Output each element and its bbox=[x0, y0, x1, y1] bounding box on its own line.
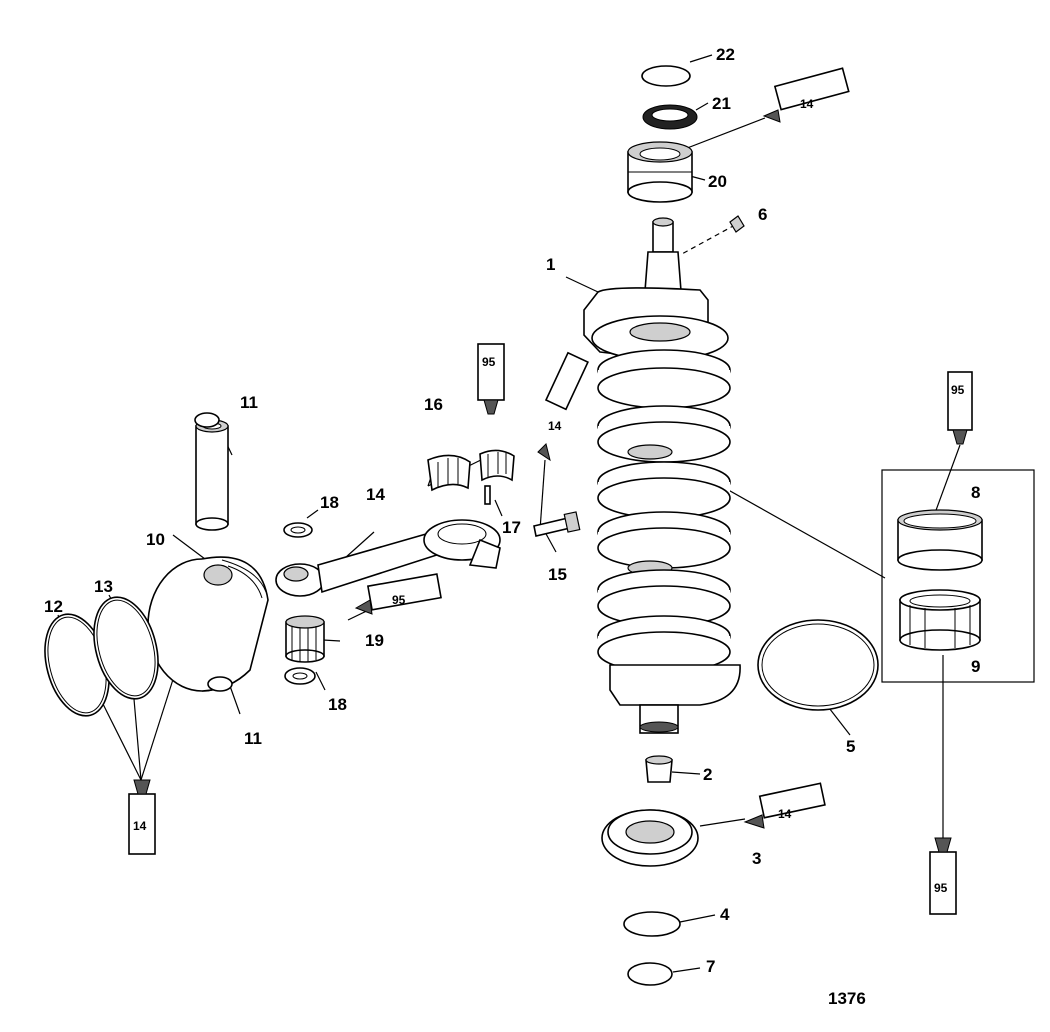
lube-tube-14-top-label: 14 bbox=[800, 97, 814, 111]
clip-11-top bbox=[194, 412, 220, 428]
callout-20: 20 bbox=[708, 172, 727, 191]
seal-2 bbox=[645, 755, 673, 783]
callout-16: 16 bbox=[424, 395, 443, 414]
callout-1: 1 bbox=[546, 255, 555, 274]
bearing-detail-box bbox=[881, 469, 1035, 683]
callout-11-bottom: 11 bbox=[244, 729, 262, 748]
dowel-17 bbox=[484, 485, 491, 505]
callout-13: 13 bbox=[94, 577, 113, 596]
callout-6: 6 bbox=[758, 205, 767, 224]
lube-tube-14-left: 14 bbox=[128, 779, 156, 855]
clip-11-bottom bbox=[207, 676, 233, 692]
woodruff-key-6 bbox=[729, 215, 745, 233]
lube-tube-14-bearing-label: 14 bbox=[778, 807, 792, 821]
lube-tube-95-needle-label: 95 bbox=[392, 593, 406, 607]
callout-19: 19 bbox=[365, 631, 384, 650]
leader-lines bbox=[57, 54, 961, 973]
lube-tube-95-cage: 95 bbox=[477, 343, 505, 415]
wrist-pin bbox=[195, 419, 229, 531]
callout-4: 4 bbox=[720, 905, 730, 924]
lube-tube-14-crank: 14 bbox=[537, 351, 589, 462]
roller-bearing-9 bbox=[899, 589, 981, 651]
bearing-race-8 bbox=[897, 509, 983, 571]
lube-tube-95-needle: 95 bbox=[354, 573, 442, 615]
lube-tube-95-cage-label: 95 bbox=[482, 355, 496, 369]
ring-7 bbox=[627, 962, 673, 986]
callout-5: 5 bbox=[846, 737, 855, 756]
lube-tube-95-roller-label: 95 bbox=[934, 881, 948, 895]
callout-2: 2 bbox=[703, 765, 712, 784]
callout-10: 10 bbox=[146, 530, 165, 549]
lube-tube-14-top: 14 bbox=[762, 67, 850, 123]
drawing-number: 1376 bbox=[828, 989, 866, 1008]
callout-15: 15 bbox=[548, 565, 567, 584]
seal-21 bbox=[642, 104, 698, 130]
callout-18-bottom: 18 bbox=[328, 695, 347, 714]
lube-tube-14-bearing: 14 bbox=[743, 782, 826, 829]
rod-bolt-15 bbox=[533, 511, 581, 537]
thrust-washer-18-bottom bbox=[284, 667, 316, 685]
callout-18-top: 18 bbox=[320, 493, 339, 512]
ball-bearing-3 bbox=[601, 809, 699, 867]
callout-12: 12 bbox=[44, 597, 63, 616]
lube-tube-95-race-label: 95 bbox=[951, 383, 965, 397]
callout-22: 22 bbox=[716, 45, 735, 64]
o-ring-22 bbox=[641, 65, 691, 87]
callout-21: 21 bbox=[712, 94, 731, 113]
piston-ring-13 bbox=[93, 596, 159, 700]
callout-14: 14 bbox=[366, 485, 385, 504]
lube-tube-95-roller: 95 bbox=[929, 837, 957, 915]
thrust-washer-18-top bbox=[283, 522, 313, 538]
callout-labels: 1 2 3 4 5 6 7 8 9 10 11 11 12 13 14 15 1… bbox=[44, 45, 980, 1008]
callout-3: 3 bbox=[752, 849, 761, 868]
ring-5 bbox=[757, 619, 879, 711]
callout-11-top: 11 bbox=[240, 393, 258, 412]
needle-bearing-19 bbox=[285, 615, 325, 663]
callout-17: 17 bbox=[502, 518, 521, 537]
callout-9: 9 bbox=[971, 657, 980, 676]
connecting-rod-14 bbox=[275, 519, 501, 597]
callout-7: 7 bbox=[706, 957, 715, 976]
piston-10 bbox=[147, 556, 269, 692]
cage-bearing-16 bbox=[427, 449, 515, 492]
lube-tube-14-left-label: 14 bbox=[133, 819, 147, 833]
callout-8: 8 bbox=[971, 483, 980, 502]
crankshaft-1 bbox=[583, 217, 741, 734]
ring-4 bbox=[623, 911, 681, 937]
lube-tube-14-crank-label: 14 bbox=[548, 419, 562, 433]
upper-bearing-20 bbox=[627, 141, 693, 203]
lube-tube-95-race: 95 bbox=[947, 371, 973, 445]
